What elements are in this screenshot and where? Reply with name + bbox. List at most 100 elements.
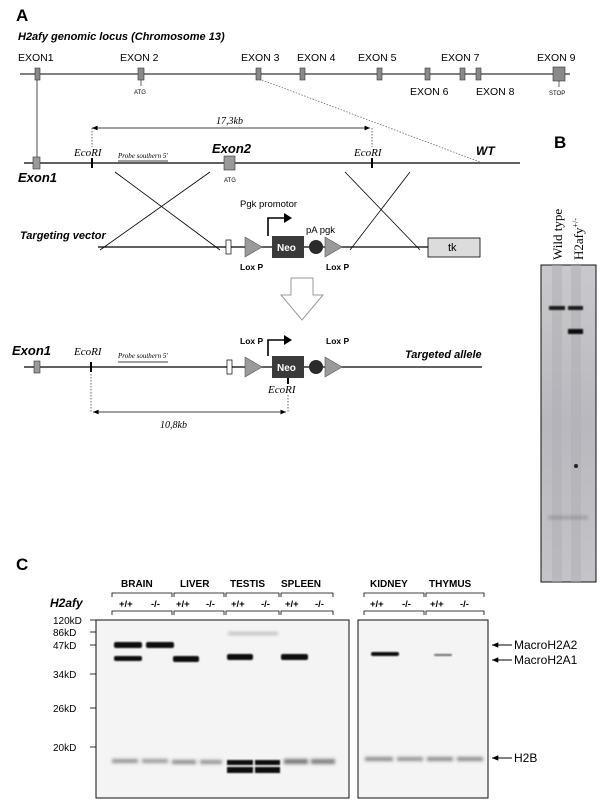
wt-exon1-label: Exon1 bbox=[18, 170, 57, 185]
geno-liver-wt: +/+ bbox=[176, 599, 190, 610]
lane-h2afy-base: H2afy bbox=[571, 227, 586, 260]
band-m2-thymus-wt bbox=[434, 654, 452, 656]
bracket-brain bbox=[111, 592, 173, 597]
marker-20: 20kD bbox=[53, 743, 76, 754]
tissue-liver: LIVER bbox=[180, 579, 210, 590]
geno-brain-wt: +/+ bbox=[119, 599, 133, 610]
bracket-thymus bbox=[425, 592, 485, 597]
blot-band-het-targeted bbox=[568, 329, 583, 334]
band-h2b-spleen-wt bbox=[284, 759, 308, 764]
geno-bracket-kidney bbox=[363, 610, 425, 615]
band-m2-brain-ko bbox=[146, 642, 174, 648]
targeted-label: Targeted allele bbox=[405, 349, 482, 361]
exon9-label: EXON 9 bbox=[537, 52, 576, 64]
geno-kidney-ko: -/- bbox=[402, 599, 411, 610]
targeted-pa-circle bbox=[309, 360, 323, 374]
lane-h2afy-het: H2afy+/- bbox=[571, 218, 586, 260]
marker-34: 34kD bbox=[53, 670, 76, 681]
panel-c-letter: C bbox=[16, 555, 28, 574]
bracket-liver bbox=[173, 592, 225, 597]
label-macroh2a2: MacroH2A2 bbox=[514, 638, 578, 652]
targeted-loxp-left-triangle bbox=[244, 356, 263, 378]
vector-loxp-left-triangle bbox=[244, 236, 263, 258]
western-blot-right bbox=[357, 619, 489, 799]
southern-blot bbox=[540, 264, 597, 583]
band-m2-kidney-wt bbox=[371, 652, 399, 656]
geno-testis-ko: -/- bbox=[261, 599, 270, 610]
tissue-brain: BRAIN bbox=[121, 579, 153, 590]
vector-tk-box bbox=[427, 237, 481, 258]
wt-ecori-right: EcoRI bbox=[353, 147, 383, 159]
targeted-ecori-left: EcoRI bbox=[73, 346, 103, 358]
targeted-probe: Probe southern 5' bbox=[117, 352, 168, 360]
vector-neo: Neo bbox=[277, 243, 296, 254]
lane-wild-type: Wild type bbox=[550, 209, 565, 260]
bracket-kidney bbox=[363, 592, 425, 597]
vector-loxp-right: Lox P bbox=[326, 262, 349, 272]
tissue-kidney: KIDNEY bbox=[370, 579, 408, 590]
genotype-brackets bbox=[111, 610, 485, 615]
locus-stop: STOP bbox=[549, 91, 565, 97]
wt-label: WT bbox=[476, 144, 496, 158]
geno-bracket-liver bbox=[173, 610, 225, 615]
wt-distance: 17,3kb bbox=[216, 116, 243, 127]
label-h2b: H2B bbox=[514, 751, 537, 765]
band-h2b-testis-wt-upper bbox=[227, 760, 253, 765]
exon3-label: EXON 3 bbox=[241, 52, 280, 64]
targeted-ecori-right: EcoRI bbox=[267, 384, 297, 396]
vector-pgk-promotor: Pgk promotor bbox=[240, 199, 297, 210]
vector-exon-box bbox=[225, 239, 232, 255]
tissue-brackets bbox=[111, 592, 485, 597]
exon6-label: EXON 6 bbox=[410, 86, 449, 98]
marker-26: 26kD bbox=[53, 704, 76, 715]
exon4-box bbox=[299, 67, 306, 81]
hollow-down-arrow bbox=[279, 277, 325, 321]
blot-lane-1 bbox=[552, 265, 562, 582]
geno-kidney-wt: +/+ bbox=[370, 599, 384, 610]
wt-atg: ATG bbox=[224, 178, 236, 184]
panel-a-title: H2afy genomic locus (Chromosome 13) bbox=[18, 31, 225, 43]
exon3-box bbox=[255, 67, 262, 81]
geno-thymus-ko: -/- bbox=[460, 599, 469, 610]
band-m2-brain-wt bbox=[114, 642, 142, 648]
band-h2b-testis-ko-upper bbox=[255, 760, 280, 765]
geno-bracket-brain bbox=[111, 610, 173, 615]
exon6-box bbox=[424, 67, 431, 81]
panel-a-letter: A bbox=[16, 6, 28, 25]
gene-label: H2afy bbox=[50, 596, 84, 610]
vector-tk: tk bbox=[448, 242, 457, 254]
exon8-box bbox=[475, 67, 482, 81]
exon5-box bbox=[376, 67, 383, 81]
vector-label: Targeting vector bbox=[20, 230, 106, 242]
targeted-promoter-arrow bbox=[267, 339, 284, 356]
exon8-label: EXON 8 bbox=[476, 86, 515, 98]
exon7-box bbox=[459, 67, 466, 81]
band-h2b-kidney-wt bbox=[365, 757, 393, 761]
geno-spleen-wt: +/+ bbox=[285, 599, 299, 610]
geno-brain-ko: -/- bbox=[151, 599, 160, 610]
band-h2b-spleen-ko bbox=[311, 759, 335, 764]
targeted-neo: Neo bbox=[277, 363, 296, 374]
band-h2b-liver-ko bbox=[200, 760, 222, 764]
bands-testis-h2b bbox=[227, 760, 280, 773]
targeted-neo-box bbox=[272, 356, 304, 378]
exon1-box bbox=[34, 67, 41, 81]
marker-86: 86kD bbox=[53, 628, 76, 639]
blot-band-wt bbox=[549, 306, 565, 310]
crossover-2a bbox=[344, 171, 421, 251]
panel-b-letter: B bbox=[554, 133, 566, 152]
blot-spot bbox=[574, 464, 578, 468]
band-h2b-brain-ko bbox=[142, 759, 168, 763]
band-h2b-kidney-ko bbox=[397, 757, 423, 761]
band-h2b-thymus-wt bbox=[427, 757, 453, 761]
exon2-label: EXON 2 bbox=[120, 52, 159, 64]
vector-neo-box bbox=[272, 236, 304, 258]
exon5-label: EXON 5 bbox=[358, 52, 397, 64]
targeted-exon1-label: Exon1 bbox=[12, 343, 51, 358]
tissue-spleen: SPLEEN bbox=[281, 579, 321, 590]
blot-faint-band bbox=[548, 516, 588, 519]
vector-promoter-arrowhead bbox=[284, 213, 292, 223]
crossover-1b bbox=[99, 171, 211, 251]
